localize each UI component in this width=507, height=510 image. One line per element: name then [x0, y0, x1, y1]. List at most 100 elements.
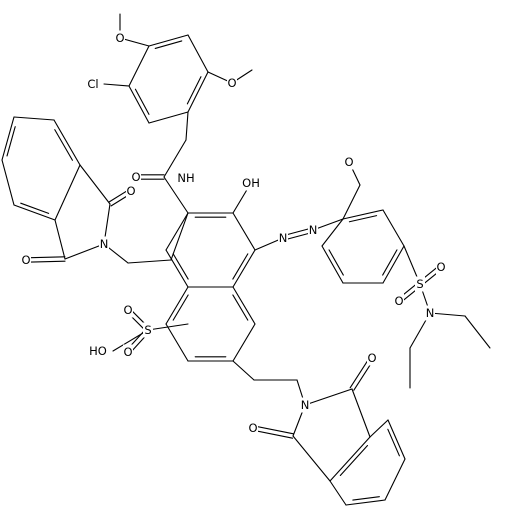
bond [163, 139, 187, 178]
methoxy-oxygen-aryl: O [344, 154, 354, 170]
amide-nitrogen: NH [175, 170, 197, 186]
phthalimide-oxygen-left-2: O [126, 183, 136, 199]
azo-nitrogen-left-text: N [279, 231, 288, 245]
bond [170, 212, 189, 261]
bond [329, 480, 347, 506]
bond [232, 360, 255, 381]
phthalimide-nitrogen-left-text: N [100, 237, 109, 251]
azo-nitrogen-right: N [308, 222, 318, 238]
methoxy-oxygen-right: O [227, 75, 237, 91]
bond [339, 445, 369, 477]
methoxy-oxygen-top: O [115, 30, 125, 46]
bond [79, 164, 111, 205]
bond [127, 259, 172, 264]
bond [352, 496, 380, 501]
sulfonyl-sulfur-text: S [416, 277, 423, 291]
bond [172, 294, 189, 321]
bond [1, 116, 15, 161]
bond [232, 249, 256, 288]
methoxy-oxygen-aryl-text: O [344, 155, 353, 169]
bond [328, 249, 344, 276]
bond [13, 116, 55, 121]
bond [185, 111, 189, 141]
bond [165, 323, 189, 362]
bond [54, 219, 66, 260]
sulfonic-oxygen-2: O [123, 344, 133, 360]
sulfonic-oxygen-2-text: O [123, 345, 132, 359]
sulfonyl-sulfur: S [415, 276, 425, 292]
bond [1, 159, 15, 206]
phthalimide-nitrogen-left: N [99, 236, 109, 252]
sulfonyl-oxygen-1-text: O [436, 260, 445, 274]
bond [345, 499, 386, 506]
bond [382, 209, 405, 247]
bond [165, 212, 189, 251]
amide-carbonyl-oxygen-text: O [131, 170, 140, 184]
bond [429, 312, 466, 317]
bond [172, 253, 189, 280]
bond [387, 428, 400, 457]
bond [53, 119, 81, 166]
phthalimide-oxygen-bottom-1: O [367, 350, 377, 366]
phthalimide-oxygen-bottom-2-text: O [248, 421, 257, 435]
bond [54, 129, 73, 161]
bond [232, 323, 256, 362]
chlorine-atom-text: Cl [87, 77, 98, 91]
bond [154, 40, 183, 49]
bond [25, 260, 66, 263]
bond [20, 202, 50, 214]
bond [187, 34, 209, 73]
hydroxy-group: OH [239, 175, 263, 191]
phthalimide-oxygen-left-1: O [21, 252, 31, 268]
bond [128, 45, 150, 87]
bond [342, 209, 384, 220]
sulfonamide-nitrogen: N [425, 305, 435, 321]
sulfonyl-oxygen-1: O [436, 259, 446, 275]
sulfonyl-oxygen-2-text: O [394, 294, 403, 308]
bond [321, 218, 344, 247]
bond [186, 76, 202, 105]
bond [252, 429, 294, 439]
sulfonic-sulfur: S [143, 322, 153, 338]
bond [25, 256, 66, 259]
amide-carbonyl-oxygen: O [131, 169, 141, 185]
bond [112, 329, 149, 352]
sulfonic-sulfur-text: S [144, 323, 151, 337]
azo-nitrogen-left: N [278, 230, 288, 246]
phthalimide-oxygen-left-2-text: O [126, 184, 135, 198]
sulfonic-oxygen-1: O [123, 302, 133, 318]
bond [232, 286, 256, 325]
bond [6, 126, 16, 157]
phthalimide-nitrogen-bottom: N [300, 397, 310, 413]
bond [128, 85, 150, 124]
amide-nitrogen-text: NH [177, 171, 194, 185]
sulfonamide-nitrogen-text: N [426, 306, 435, 320]
bond [64, 243, 105, 260]
phthalimide-oxygen-left-1-text: O [21, 253, 30, 267]
sulfonyl-oxygen-2: O [394, 293, 404, 309]
bond [342, 184, 361, 220]
bond [349, 356, 371, 389]
phthalimide-oxygen-bottom-2: O [248, 420, 258, 436]
bond [232, 294, 249, 321]
bond [382, 245, 405, 284]
bond [148, 34, 189, 47]
bond [304, 388, 353, 406]
bond [387, 419, 406, 460]
sulfonic-hydroxyl: HO [87, 343, 109, 359]
bond [134, 88, 150, 115]
bond-layer [1, 13, 491, 506]
bond [329, 436, 371, 482]
methoxy-oxygen-right-text: O [227, 76, 236, 90]
bond [464, 315, 491, 349]
sulfonic-hydroxyl-text: HO [89, 344, 107, 358]
bond [187, 71, 209, 113]
phthalimide-oxygen-bottom-1-text: O [367, 351, 376, 365]
bond [54, 164, 81, 221]
phthalimide-nitrogen-bottom-text: N [301, 398, 310, 412]
bond [252, 425, 294, 435]
azo-nitrogen-right-text: N [309, 223, 318, 237]
bond [232, 212, 256, 251]
